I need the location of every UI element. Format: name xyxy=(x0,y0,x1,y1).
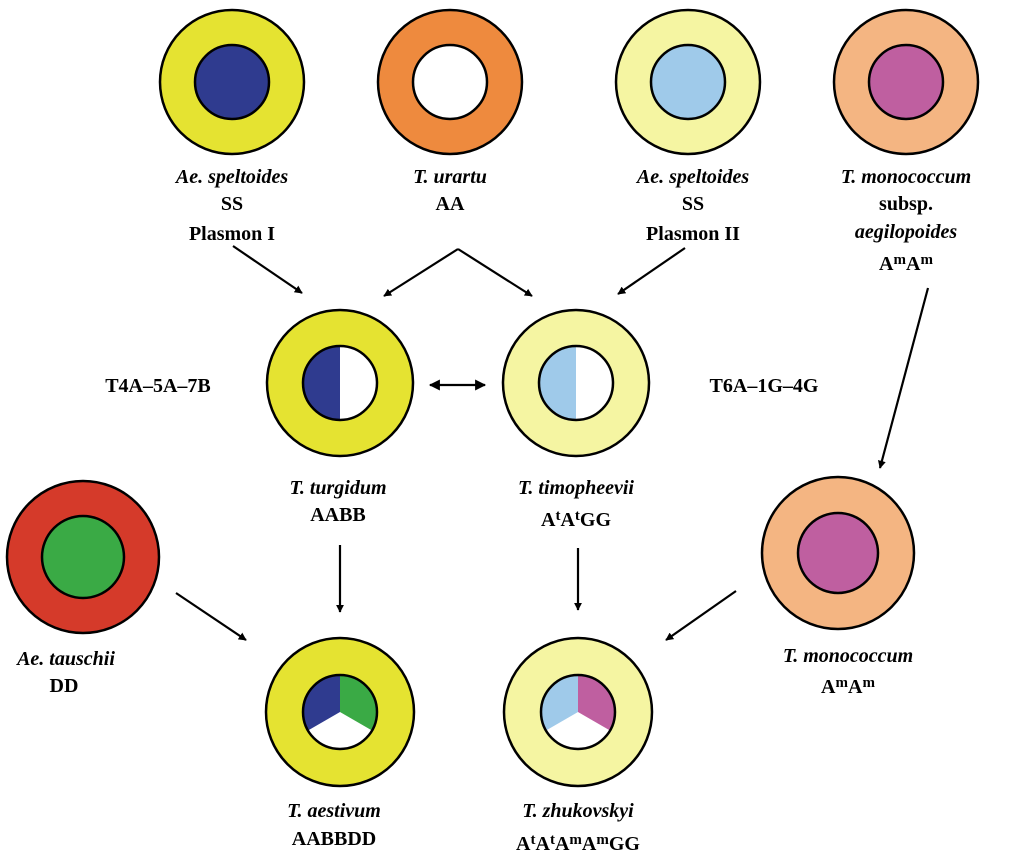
species-label: Ae. speltoides xyxy=(174,166,288,188)
node-monococcum: T. monococcum AmAm xyxy=(760,475,916,698)
nucleus-b-genome-half xyxy=(303,346,340,420)
node-timopheevii: T. timopheevii AtAtGG xyxy=(501,308,651,531)
species-label: T. aestivum xyxy=(287,800,381,822)
node-turgidum: T. turgidum AABB xyxy=(265,308,415,526)
subspecies-label: aegilopoides xyxy=(855,221,957,243)
nucleus-am-genome xyxy=(796,511,880,595)
genome-label: AmAm xyxy=(879,252,933,275)
arrow-tauschii-to-aestivum xyxy=(175,592,247,641)
genome-label: SS xyxy=(221,193,243,215)
nucleus-outline xyxy=(539,673,617,751)
nucleus-s-genome xyxy=(193,43,271,121)
node-speltoides-plasmon-1: Ae. speltoides SS Plasmon I xyxy=(158,8,306,245)
genome-label: AtAtAmAmGG xyxy=(516,832,640,855)
plasmon-label: Plasmon II xyxy=(646,223,740,245)
subsp-label: subsp. xyxy=(879,193,933,215)
node-speltoides-plasmon-2: Ae. speltoides SS Plasmon II xyxy=(614,8,762,245)
arrow-speltoides2-to-timopheevii xyxy=(617,247,686,295)
nucleus-s-genome xyxy=(649,43,727,121)
genome-label: DD xyxy=(50,675,79,697)
nucleus-d-genome xyxy=(40,514,126,600)
genome-label: AABB xyxy=(310,504,366,526)
species-label: Ae. speltoides xyxy=(635,166,749,188)
nucleus-g-genome-half xyxy=(539,346,576,420)
nucleus-am-genome xyxy=(867,43,945,121)
arrow-speltoides1-to-turgidum xyxy=(232,245,303,294)
genome-label: SS xyxy=(682,193,704,215)
node-urartu: T. urartu AA xyxy=(376,8,524,215)
plasmon-label: Plasmon I xyxy=(189,223,275,245)
arrow-urartu-to-turgidum xyxy=(383,248,459,297)
node-zhukovskyi: T. zhukovskyi AtAtAmAmGG xyxy=(502,636,654,855)
nucleus-outline xyxy=(301,344,379,422)
species-label: T. urartu xyxy=(413,166,487,188)
species-label: T. monococcum xyxy=(783,645,913,667)
species-label: T. timopheevii xyxy=(518,477,634,499)
genome-label: AmAm xyxy=(821,675,875,698)
species-label: T. turgidum xyxy=(289,477,386,499)
node-aestivum: T. aestivum AABBDD xyxy=(264,636,416,850)
node-tauschii: Ae. tauschii DD xyxy=(5,479,161,697)
arrow-monococcum-to-zhukovskyi xyxy=(665,590,737,641)
species-label: Ae. tauschii xyxy=(15,648,115,670)
genome-label: AABBDD xyxy=(292,828,376,850)
genome-label: AtAtGG xyxy=(541,508,611,531)
species-label: T. monococcum xyxy=(841,166,971,188)
nucleus-outline xyxy=(301,673,379,751)
genome-label: AA xyxy=(436,193,465,215)
translocation-label-timopheevii: T6A–1G–4G xyxy=(710,375,819,397)
nucleus-outline xyxy=(537,344,615,422)
arrow-aegilopoides-to-monococcum xyxy=(877,287,930,469)
nucleus-a-genome xyxy=(411,43,489,121)
translocation-label-turgidum: T4A–5A–7B xyxy=(105,375,211,397)
species-label: T. zhukovskyi xyxy=(522,800,634,822)
arrow-urartu-to-timopheevii xyxy=(457,248,533,297)
node-monococcum-aegilopoides: T. monococcum subsp. aegilopoides AmAm xyxy=(832,8,980,275)
